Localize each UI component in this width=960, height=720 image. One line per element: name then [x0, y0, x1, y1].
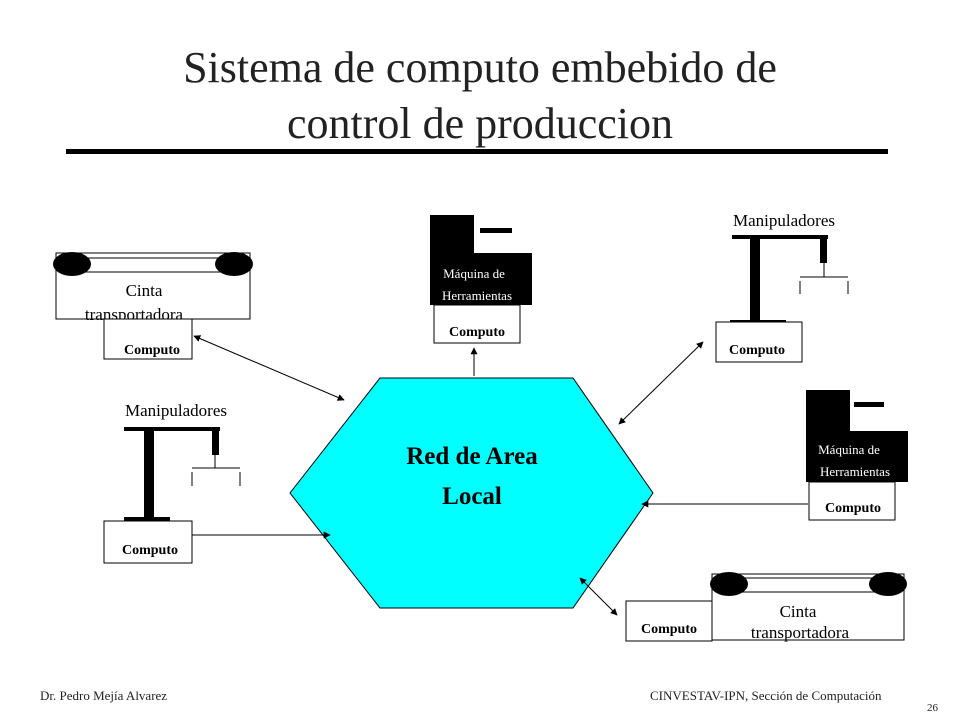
manipulator-top-right: Manipuladores [730, 211, 849, 325]
computer-label: Computo [449, 325, 505, 340]
machine-tool-right: Máquina de Herramientas [806, 390, 908, 482]
computer-top-center: Computo [433, 304, 521, 344]
conveyor-belt-bottom-right: Cinta transportadora [710, 572, 907, 642]
network-label-line-1: Red de Area [406, 443, 538, 470]
link-top-left [193, 335, 345, 401]
computer-left: Computo [103, 520, 193, 564]
manipulator-left: Manipuladores [124, 401, 241, 521]
computer-label: Computo [641, 622, 697, 637]
link-top-right [618, 341, 704, 425]
slide-title-line-1: Sistema de computo embebido de [183, 43, 777, 92]
slide-title-line-2: control de produccion [286, 99, 674, 148]
computer-label: Computo [124, 343, 180, 358]
computer-right: Computo [808, 481, 896, 521]
manipulator-label: Manipuladores [733, 211, 835, 230]
footer-institution: CINVESTAV-IPN, Sección de Computación [650, 688, 882, 703]
conveyor-roller-left [710, 572, 748, 596]
computer-label: Computo [729, 343, 785, 358]
title-underline [66, 149, 888, 154]
link-bottom-right [579, 577, 618, 616]
machine-label-line-2: Herramientas [442, 288, 512, 303]
conveyor-roller-left [53, 252, 91, 276]
conveyor-label-line-1: Cinta [780, 602, 817, 621]
network-hexagon [289, 377, 654, 609]
conveyor-label-line-2: transportadora [751, 623, 850, 642]
machine-label-line-2: Herramientas [820, 464, 890, 479]
conveyor-label-line-1: Cinta [126, 281, 163, 300]
manipulator-label: Manipuladores [125, 401, 227, 420]
computer-bottom-right: Computo [625, 600, 713, 642]
machine-tool-top-center: Máquina de Herramientas [430, 215, 532, 305]
footer-page-number: 26 [927, 702, 938, 714]
computer-top-right: Computo [715, 321, 803, 363]
network-label-line-2: Local [442, 483, 502, 510]
local-area-network: Red de Area Local [289, 377, 654, 609]
footer-author: Dr. Pedro Mejía Alvarez [40, 688, 168, 703]
conveyor-belt-top-left: Cinta transportadora [53, 252, 253, 324]
conveyor-roller-right [869, 572, 907, 596]
computer-label: Computo [825, 501, 881, 516]
computer-top-left: Computo [103, 318, 193, 360]
computer-label: Computo [122, 543, 178, 558]
machine-label-line-1: Máquina de [443, 266, 505, 281]
machine-label-line-1: Máquina de [818, 442, 880, 457]
conveyor-roller-right [215, 252, 253, 276]
